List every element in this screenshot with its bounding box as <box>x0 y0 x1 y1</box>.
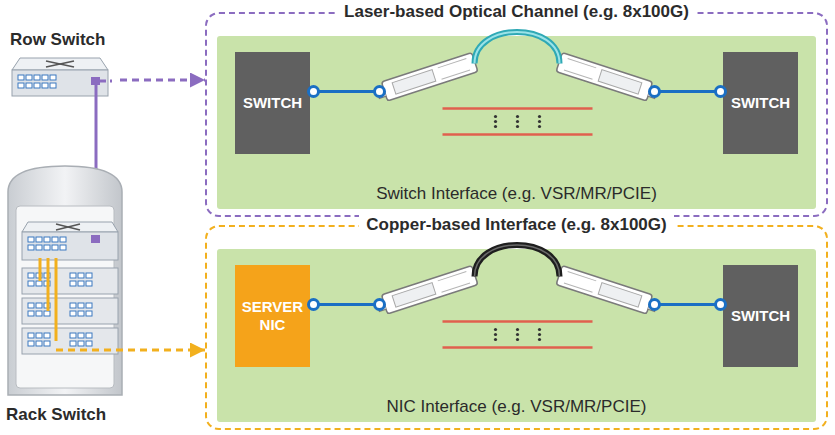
port <box>70 281 76 286</box>
port <box>86 333 92 338</box>
node-label: Row Switch <box>10 30 120 50</box>
port <box>18 83 24 88</box>
port <box>36 341 42 346</box>
port <box>86 281 92 286</box>
port <box>52 245 58 250</box>
port <box>78 333 84 338</box>
port <box>86 341 92 346</box>
port <box>78 311 84 316</box>
box-label: SERVER NIC <box>241 298 304 334</box>
port <box>70 273 76 278</box>
leader-line <box>100 80 112 83</box>
port <box>44 245 50 250</box>
port <box>44 333 50 338</box>
copper-link <box>309 245 726 348</box>
panel-caption: NIC Interface (e.g. VSR/MR/PCIE) <box>387 397 647 417</box>
port <box>28 341 34 346</box>
port <box>50 75 56 80</box>
port <box>28 281 34 286</box>
port <box>36 245 42 250</box>
node-label: Rack Switch <box>6 405 106 425</box>
port <box>42 75 48 80</box>
switch-box: SWITCH <box>235 52 310 154</box>
port <box>86 273 92 278</box>
port <box>36 281 42 286</box>
port <box>70 303 76 308</box>
port <box>18 75 24 80</box>
panel-caption: Switch Interface (e.g. VSR/MR/PCIE) <box>376 184 657 204</box>
box-label: SWITCH <box>243 94 302 112</box>
box-label: SWITCH <box>731 307 790 325</box>
row-switch-icon <box>12 58 108 96</box>
channel-group: Copper-based Interface (e.g. 8x100G)NIC … <box>205 225 828 430</box>
port <box>26 75 32 80</box>
port <box>28 237 34 242</box>
port <box>44 237 50 242</box>
port <box>26 83 32 88</box>
rack-cabinet <box>8 166 122 395</box>
port <box>36 303 42 308</box>
port <box>42 83 48 88</box>
port <box>28 311 34 316</box>
box-label: SWITCH <box>731 94 790 112</box>
port <box>70 311 76 316</box>
dashed-connector <box>128 349 205 352</box>
port <box>44 341 50 346</box>
optical-link <box>309 32 726 135</box>
port <box>28 333 34 338</box>
rack-wires <box>40 258 56 341</box>
port <box>36 237 42 242</box>
port <box>36 311 42 316</box>
dashed-connector <box>120 79 205 82</box>
port <box>28 273 34 278</box>
port <box>78 341 84 346</box>
switch-box: SWITCH <box>723 265 798 367</box>
port <box>78 273 84 278</box>
leader-line <box>56 349 128 352</box>
port <box>50 83 56 88</box>
port <box>34 75 40 80</box>
port <box>86 303 92 308</box>
port <box>28 245 34 250</box>
switch-box: SWITCH <box>723 52 798 154</box>
port <box>52 237 58 242</box>
port <box>70 333 76 338</box>
group-title: Laser-based Optical Channel (e.g. 8x100G… <box>337 2 696 22</box>
port <box>60 237 66 242</box>
port <box>78 303 84 308</box>
port <box>78 281 84 286</box>
port <box>86 311 92 316</box>
group-title: Copper-based Interface (e.g. 8x100G) <box>359 215 673 235</box>
channel-group: Laser-based Optical Channel (e.g. 8x100G… <box>205 12 828 217</box>
port <box>34 83 40 88</box>
nic-box: SERVER NIC <box>235 265 310 367</box>
port <box>28 303 34 308</box>
port <box>36 333 42 338</box>
port <box>44 311 50 316</box>
port <box>60 245 66 250</box>
port <box>70 341 76 346</box>
